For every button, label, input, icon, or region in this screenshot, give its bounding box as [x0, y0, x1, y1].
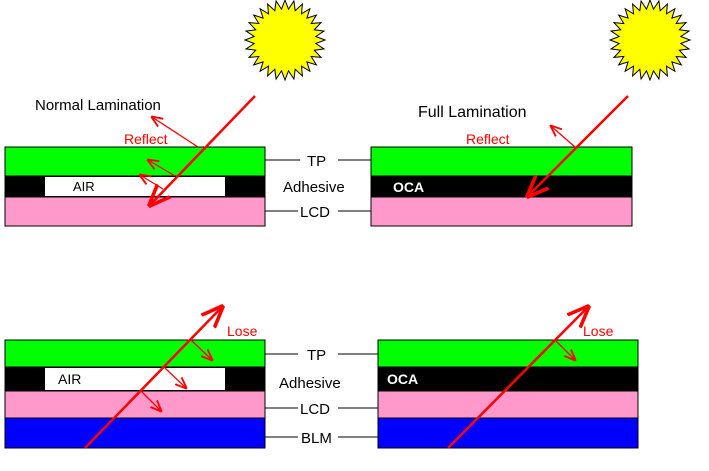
lose-arrow [164, 367, 186, 388]
reflect-arrow [140, 175, 164, 190]
layer-label-adhesive: Adhesive [283, 179, 345, 196]
light-ray [84, 307, 222, 449]
air-label: AIR [58, 371, 81, 387]
normal-lamination-title: Normal Lamination [35, 97, 161, 114]
sun-icon [608, 0, 692, 82]
layer-label-tp: TP [307, 347, 326, 364]
reflect-label: Reflect [466, 131, 510, 147]
lcd-layer [377, 390, 639, 419]
reflect-arrow [148, 160, 176, 177]
reflect-label: Reflect [124, 131, 168, 147]
light-ray [150, 95, 256, 205]
lose-label: Lose [227, 323, 258, 339]
layer-label-tp: TP [307, 153, 326, 170]
light-ray [528, 95, 629, 196]
layer-label-lcd: LCD [300, 204, 330, 221]
tp-layer [377, 339, 639, 368]
reflect-arrow [551, 126, 576, 148]
lose-arrow [554, 339, 575, 360]
lcd-layer [370, 196, 633, 227]
oca-label: OCA [387, 371, 418, 387]
light-ray [447, 307, 588, 449]
full-lamination-title: Full Lamination [418, 104, 527, 121]
blm-layer [377, 417, 639, 449]
blm-layer [4, 417, 266, 449]
lcd-layer [4, 390, 266, 419]
tp-layer [4, 146, 266, 177]
lose-arrow [190, 339, 212, 360]
sun-icon [243, 0, 327, 82]
air-label: AIR [73, 179, 95, 194]
tp-layer [370, 146, 633, 177]
lose-arrow [140, 390, 161, 411]
layer-label-lcd: LCD [300, 401, 330, 418]
layer-label-adhesive: Adhesive [279, 375, 341, 392]
lose-label: Lose [583, 323, 614, 339]
layer-label-blm: BLM [301, 430, 332, 447]
tp-layer [4, 339, 266, 368]
reflect-arrow [152, 117, 199, 148]
lcd-layer [4, 196, 266, 227]
air-gap [45, 177, 225, 196]
oca-label: OCA [393, 179, 424, 195]
